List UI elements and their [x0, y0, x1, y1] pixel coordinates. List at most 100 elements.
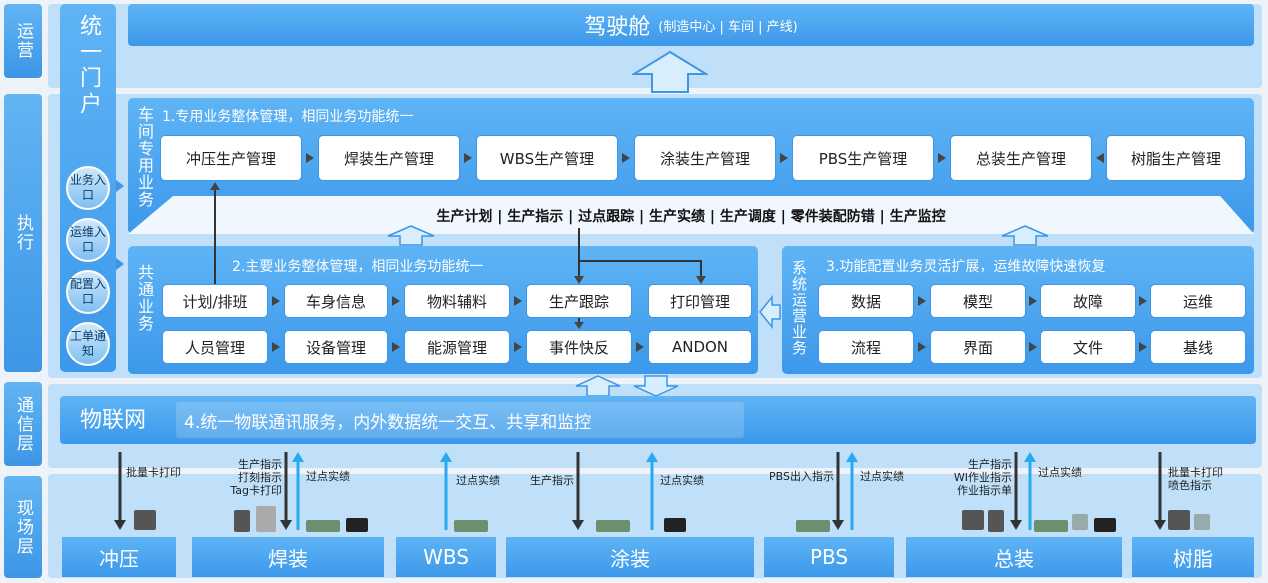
computer-icon: [1072, 514, 1088, 530]
computer-icon: [1194, 514, 1210, 530]
area-wbs[interactable]: WBS: [396, 537, 496, 577]
system-arrow-3: [1139, 296, 1147, 306]
common-print-mgmt[interactable]: 打印管理: [648, 284, 752, 318]
common-equipment[interactable]: 设备管理: [284, 330, 388, 364]
system-arrow-1: [918, 296, 926, 306]
cockpit-title: 驾驶舱: [584, 15, 651, 40]
portal-business-entry[interactable]: 业务入口: [66, 166, 110, 210]
left-arrow-system-common: [759, 294, 781, 330]
flow-arrow-3: [622, 153, 630, 163]
field-arrows: [114, 452, 1166, 530]
display-icon: [346, 518, 368, 532]
system-heading: 3.功能配置业务灵活扩展，运维故障快速恢复: [826, 259, 1106, 275]
plc-icon: [1034, 520, 1068, 532]
label-assy-down: 生产指示 WI作业指示 作业指示单: [953, 458, 1012, 497]
iot-bar[interactable]: [60, 396, 1256, 444]
workshop-functions: 生产计划 | 生产指示 | 过点跟踪 | 生产实绩 | 生产调度 | 零件装配防…: [436, 209, 946, 225]
plc-icon: [596, 520, 630, 532]
portal-config-entry[interactable]: 配置入口: [66, 270, 110, 314]
label-stamp-down: 批量卡打印: [126, 466, 181, 479]
flow-arrow-1: [306, 153, 314, 163]
area-stamping[interactable]: 冲压: [62, 537, 176, 577]
layer-comm: 通信层: [4, 382, 42, 466]
system-arrow-2: [1029, 296, 1037, 306]
printer-icon: [962, 510, 984, 530]
event-arrowhead: [574, 322, 584, 329]
area-welding[interactable]: 焊装: [192, 537, 384, 577]
module-wbs[interactable]: WBS生产管理: [476, 135, 618, 181]
label-assy-up: 过点实绩: [1038, 466, 1082, 479]
system-arrow-6: [1139, 342, 1147, 352]
system-fault[interactable]: 故障: [1040, 284, 1136, 318]
module-stamping[interactable]: 冲压生产管理: [160, 135, 302, 181]
tracking-print-line: [578, 260, 700, 262]
marking-machine-icon: [256, 506, 276, 532]
common-materials[interactable]: 物料辅料: [404, 284, 510, 318]
plc-icon: [796, 520, 830, 532]
portal-arrow-2: [116, 258, 124, 270]
iot-title: 物联网: [80, 408, 147, 433]
label-wbs-up: 过点实绩: [456, 474, 500, 487]
common-plan-shift[interactable]: 计划/排班: [162, 284, 268, 318]
printer-icon: [988, 510, 1004, 532]
portal-title: 统一门户: [76, 14, 101, 118]
system-arrow-4: [918, 342, 926, 352]
label-resin-down: 批量卡打印 喷色指示: [1168, 466, 1223, 492]
common-arrow-5: [392, 342, 400, 352]
common-personnel[interactable]: 人员管理: [162, 330, 268, 364]
layer-exec: 执行: [4, 94, 42, 372]
system-data[interactable]: 数据: [818, 284, 914, 318]
system-flow[interactable]: 流程: [818, 330, 914, 364]
plan-to-module-line: [214, 190, 216, 284]
module-pbs[interactable]: PBS生产管理: [792, 135, 934, 181]
display-icon: [1094, 518, 1116, 532]
area-resin[interactable]: 树脂: [1132, 537, 1254, 577]
module-assembly[interactable]: 总装生产管理: [950, 135, 1092, 181]
flow-arrow-4: [780, 153, 788, 163]
portal-workorder-notice[interactable]: 工单通知: [66, 322, 110, 366]
plan-up-arrowhead: [210, 182, 220, 190]
common-prod-tracking[interactable]: 生产跟踪: [526, 284, 632, 318]
cockpit-bar[interactable]: 驾驶舱 (制造中心 | 车间 | 产线): [128, 4, 1254, 46]
portal-arrow-1: [116, 180, 124, 192]
flow-arrow-5: [938, 153, 946, 163]
cockpit-subtitle: (制造中心 | 车间 | 产线): [658, 19, 798, 35]
label-paint-up: 过点实绩: [660, 474, 704, 487]
up-arrow-cockpit: [632, 50, 708, 93]
common-heading: 2.主要业务整体管理，相同业务功能统一: [232, 259, 484, 275]
common-arrow-7: [636, 342, 644, 352]
module-welding[interactable]: 焊装生产管理: [318, 135, 460, 181]
up-arrow-system-workshop: [1001, 225, 1049, 246]
common-arrow-4: [272, 342, 280, 352]
module-painting[interactable]: 涂装生产管理: [634, 135, 776, 181]
system-baseline[interactable]: 基线: [1150, 330, 1246, 364]
printer-icon: [1168, 510, 1190, 530]
system-ui[interactable]: 界面: [930, 330, 1026, 364]
common-andon[interactable]: ANDON: [648, 330, 752, 364]
printer-icon: [134, 510, 156, 530]
label-weld-up: 过点实绩: [306, 470, 350, 483]
label-paint-down: 生产指示: [530, 474, 574, 487]
common-event-response[interactable]: 事件快反: [526, 330, 632, 364]
system-model[interactable]: 模型: [930, 284, 1026, 318]
module-resin[interactable]: 树脂生产管理: [1106, 135, 1246, 181]
area-pbs[interactable]: PBS: [764, 537, 894, 577]
flow-arrow-2: [464, 153, 472, 163]
area-painting[interactable]: 涂装: [506, 537, 754, 577]
area-assembly[interactable]: 总装: [906, 537, 1122, 577]
common-arrow-3: [514, 296, 522, 306]
up-arrow-common-workshop: [387, 225, 435, 246]
common-side-label: 共通业务: [135, 264, 154, 332]
system-ops[interactable]: 运维: [1150, 284, 1246, 318]
label-pbs-up: 过点实绩: [860, 470, 904, 483]
flow-arrow-6: [1096, 153, 1104, 163]
system-side-label: 系统运营业务: [790, 260, 808, 356]
workshop-heading: 1.专用业务整体管理，相同业务功能统一: [162, 109, 414, 125]
system-file[interactable]: 文件: [1040, 330, 1136, 364]
common-body-info[interactable]: 车身信息: [284, 284, 388, 318]
portal-ops-entry[interactable]: 运维入口: [66, 218, 110, 262]
tracking-line: [578, 228, 580, 276]
common-arrow-6: [514, 342, 522, 352]
system-arrow-5: [1029, 342, 1037, 352]
common-energy[interactable]: 能源管理: [404, 330, 510, 364]
